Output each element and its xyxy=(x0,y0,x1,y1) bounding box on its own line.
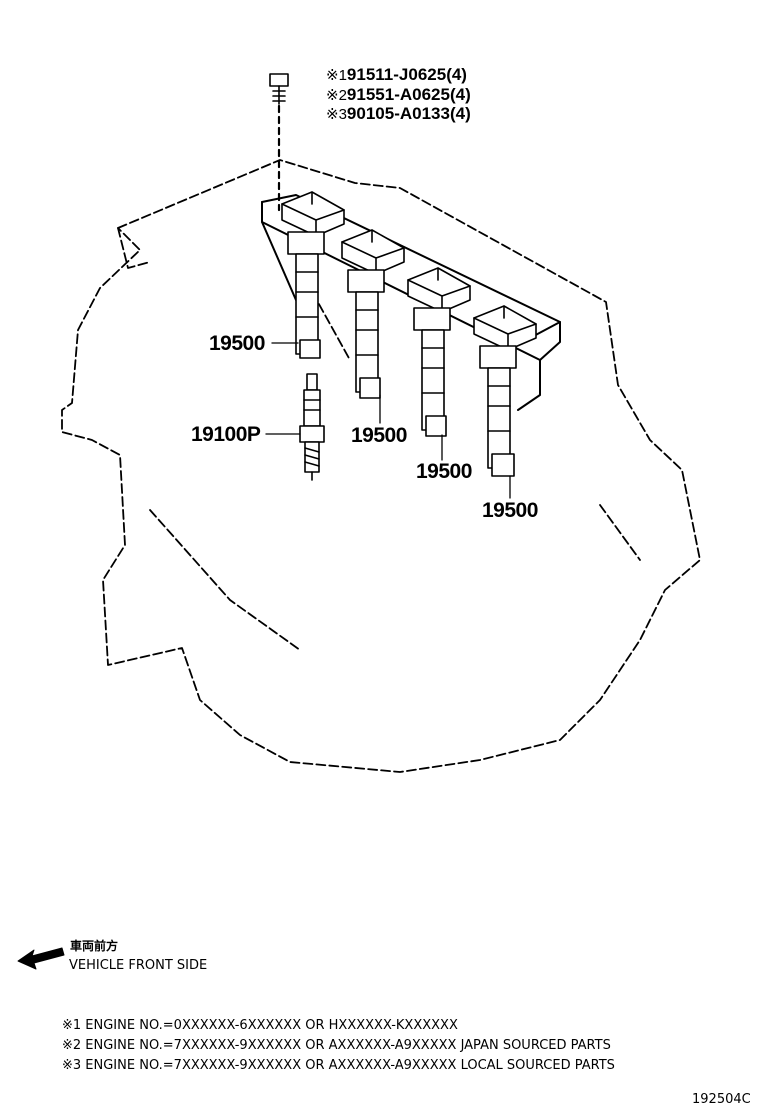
callout-coil-2: 19500 xyxy=(351,424,407,447)
bolt-ref-1-mark: ※1 xyxy=(326,67,347,84)
engine-note-3: ※3 ENGINE NO.=7XXXXXX-9XXXXXX OR AXXXXXX… xyxy=(62,1058,615,1073)
front-arrow-icon xyxy=(17,947,65,970)
leader-lines xyxy=(265,342,511,499)
ignition-coil-3 xyxy=(407,267,471,437)
bolt-ref-2-part: 91551-A0625(4) xyxy=(346,85,471,104)
ignition-coil-4 xyxy=(473,305,537,477)
bolt-ref-3-mark: ※3 xyxy=(326,106,347,123)
callout-coil-3: 19500 xyxy=(416,460,472,483)
bolt-ref-2-mark: ※2 xyxy=(326,87,347,104)
spark-plug xyxy=(299,373,325,481)
ignition-coil-1 xyxy=(281,191,345,359)
bolt-ref-1: ※191511-J0625(4) xyxy=(326,66,467,83)
bolt-ref-3: ※390105-A0133(4) xyxy=(326,105,471,122)
front-side-label-en: VEHICLE FRONT SIDE xyxy=(69,958,208,973)
ignition-coil-2 xyxy=(341,229,405,399)
bolt-ref-2: ※291551-A0625(4) xyxy=(326,86,471,103)
engine-note-1: ※1 ENGINE NO.=0XXXXXX-6XXXXXX OR HXXXXXX… xyxy=(62,1018,458,1033)
front-side-label-jp: 車両前方 xyxy=(70,939,119,953)
bolt-ref-3-part: 90105-A0133(4) xyxy=(346,104,471,123)
engine-note-2: ※2 ENGINE NO.=7XXXXXX-9XXXXXX OR AXXXXXX… xyxy=(62,1038,611,1053)
bolt-ref-1-part: 91511-J0625(4) xyxy=(346,65,467,84)
figure-id: 192504C xyxy=(692,1092,751,1107)
coil-bolt xyxy=(269,73,289,212)
callout-coil-4: 19500 xyxy=(482,499,538,522)
callout-spark-plug: 19100P xyxy=(191,423,261,446)
callout-coil-1: 19500 xyxy=(209,332,265,355)
